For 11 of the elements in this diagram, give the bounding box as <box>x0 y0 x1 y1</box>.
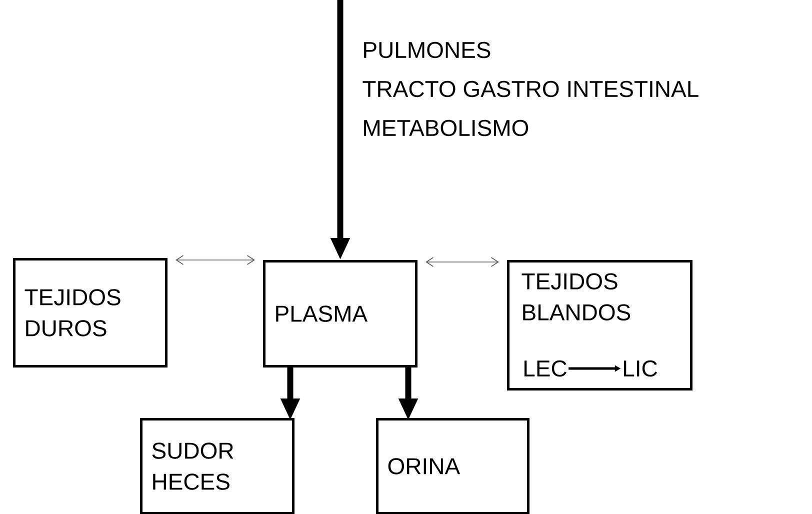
compartment-label: LIC <box>624 360 658 377</box>
source-label: TRACTO GASTRO INTESTINAL <box>362 80 698 98</box>
compartment-label: LEC <box>524 360 566 377</box>
source-label: PULMONES <box>364 42 490 58</box>
source-label: METABOLISMO <box>364 120 528 136</box>
output-box: ORINA <box>376 418 530 514</box>
plasma-box: PLASMA <box>263 260 418 368</box>
tissue-box: TEJIDOS DUROS <box>13 258 168 368</box>
arrow <box>176 255 255 265</box>
output-box: SUDOR HECES <box>140 418 294 514</box>
arrow <box>426 257 499 267</box>
